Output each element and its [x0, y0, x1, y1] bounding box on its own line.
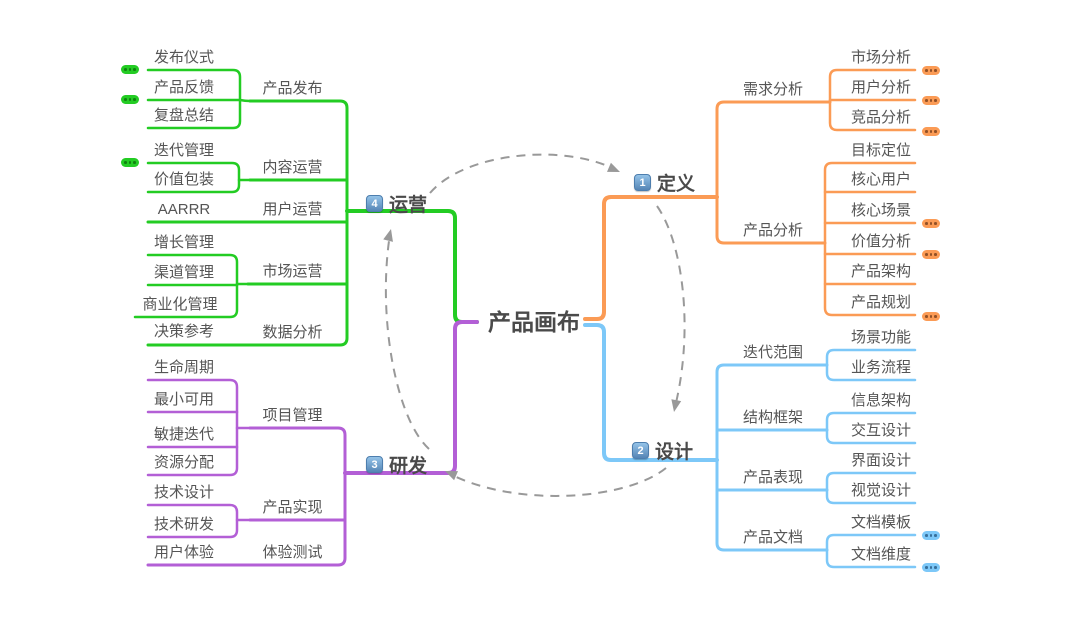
topic-product-analysis[interactable]: 产品分析: [742, 222, 803, 239]
topic-interface-design[interactable]: 界面设计: [850, 452, 911, 469]
cycle-arc-operate-to-define: [429, 153, 617, 194]
topic-tech-develop[interactable]: 技术研发: [153, 516, 214, 533]
topic-product-implement[interactable]: 产品实现: [262, 499, 323, 516]
topic-experience-testing[interactable]: 体验测试: [262, 544, 323, 561]
topic-information-arch[interactable]: 信息架构: [850, 392, 911, 409]
topic-iteration-mgmt[interactable]: 迭代管理: [153, 142, 214, 159]
topic-data-analysis[interactable]: 数据分析: [262, 324, 323, 341]
topic-aarrr[interactable]: AARRR: [157, 201, 211, 218]
order-badge-2: 2: [632, 442, 649, 459]
ellipsis-marker-icon[interactable]: [922, 531, 940, 540]
cycle-arc-define-to-design: [656, 205, 686, 408]
topic-core-scenarios[interactable]: 核心场景: [850, 202, 911, 219]
ellipsis-marker-icon[interactable]: [922, 66, 940, 75]
branch-topic-develop[interactable]: 3 研发: [366, 451, 427, 478]
topic-tech-design[interactable]: 技术设计: [153, 484, 214, 501]
design-branch-lines: [583, 323, 917, 569]
topic-product-architecture[interactable]: 产品架构: [850, 263, 911, 280]
ellipsis-marker-icon[interactable]: [922, 127, 940, 136]
arrowhead-icon: [445, 471, 458, 481]
topic-market-analysis[interactable]: 市场分析: [850, 49, 911, 66]
topic-doc-template[interactable]: 文档模板: [850, 514, 911, 531]
topic-product-presentation[interactable]: 产品表现: [742, 469, 803, 486]
arrowhead-icon: [607, 162, 620, 172]
ellipsis-marker-icon[interactable]: [922, 563, 940, 572]
topic-user-experience[interactable]: 用户体验: [153, 544, 214, 561]
branch-label-operate: 运营: [389, 195, 428, 216]
topic-competitor-analysis[interactable]: 竞品分析: [850, 109, 911, 126]
topic-doc-dimension[interactable]: 文档维度: [850, 546, 911, 563]
arrowhead-icon: [671, 399, 682, 412]
branch-topic-design[interactable]: 2 设计: [632, 437, 693, 464]
topic-project-mgmt[interactable]: 项目管理: [262, 407, 323, 424]
topic-requirement-analysis[interactable]: 需求分析: [742, 81, 803, 98]
ellipsis-marker-icon[interactable]: [922, 96, 940, 105]
cycle-arrowheads: [383, 162, 682, 481]
topic-lifecycle[interactable]: 生命周期: [153, 359, 214, 376]
ellipsis-marker-icon[interactable]: [121, 95, 139, 104]
branch-label-design: 设计: [655, 442, 694, 463]
operate-branch-lines: [133, 68, 479, 347]
define-branch-lines: [583, 68, 917, 321]
branch-label-define: 定义: [657, 174, 696, 195]
branch-topic-operate[interactable]: 4 运营: [366, 190, 427, 217]
ellipsis-marker-icon[interactable]: [922, 312, 940, 321]
topic-growth-mgmt[interactable]: 增长管理: [153, 234, 214, 251]
topic-product-feedback[interactable]: 产品反馈: [153, 79, 214, 96]
topic-user-analysis[interactable]: 用户分析: [850, 79, 911, 96]
topic-channel-mgmt[interactable]: 渠道管理: [153, 264, 214, 281]
topic-target-positioning[interactable]: 目标定位: [850, 142, 911, 159]
ellipsis-marker-icon[interactable]: [922, 219, 940, 228]
topic-resource-alloc[interactable]: 资源分配: [153, 454, 214, 471]
ellipsis-marker-icon[interactable]: [121, 158, 139, 167]
topic-mvp[interactable]: 最小可用: [153, 391, 214, 408]
branch-topic-define[interactable]: 1 定义: [634, 169, 695, 196]
ellipsis-marker-icon[interactable]: [121, 65, 139, 74]
order-badge-1: 1: [634, 174, 651, 191]
topic-agile-iteration[interactable]: 敏捷迭代: [153, 426, 214, 443]
order-badge-4: 4: [366, 195, 383, 212]
topic-product-docs[interactable]: 产品文档: [742, 529, 803, 546]
topic-core-users[interactable]: 核心用户: [850, 171, 911, 188]
topic-review-summary[interactable]: 复盘总结: [153, 107, 214, 124]
topic-interaction-design[interactable]: 交互设计: [850, 422, 911, 439]
topic-value-analysis[interactable]: 价值分析: [850, 233, 911, 250]
topic-decision-reference[interactable]: 决策参考: [153, 323, 214, 340]
topic-market-operation[interactable]: 市场运营: [262, 263, 323, 280]
topic-commercial-mgmt[interactable]: 商业化管理: [142, 296, 218, 313]
topic-product-release[interactable]: 产品发布: [262, 80, 323, 97]
topic-value-packaging[interactable]: 价值包装: [153, 171, 214, 188]
cycle-dashed-arcs: [384, 153, 686, 497]
topic-release-ceremony[interactable]: 发布仪式: [153, 49, 214, 66]
topic-content-operation[interactable]: 内容运营: [262, 159, 323, 176]
topic-user-operation[interactable]: 用户运营: [262, 201, 323, 218]
cycle-arc-design-to-develop: [449, 467, 667, 497]
ellipsis-marker-icon[interactable]: [922, 250, 940, 259]
cycle-arc-develop-to-operate: [384, 233, 430, 450]
topic-iteration-scope[interactable]: 迭代范围: [742, 344, 803, 361]
topic-business-process[interactable]: 业务流程: [850, 359, 911, 376]
arrowhead-icon: [383, 229, 393, 242]
topic-product-planning[interactable]: 产品规划: [850, 294, 911, 311]
branch-label-develop: 研发: [389, 456, 428, 477]
topic-visual-design[interactable]: 视觉设计: [850, 482, 911, 499]
central-topic[interactable]: 产品画布: [488, 309, 580, 335]
topic-structure-framework[interactable]: 结构框架: [742, 409, 803, 426]
order-badge-3: 3: [366, 456, 383, 473]
topic-scenario-functions[interactable]: 场景功能: [850, 329, 911, 346]
